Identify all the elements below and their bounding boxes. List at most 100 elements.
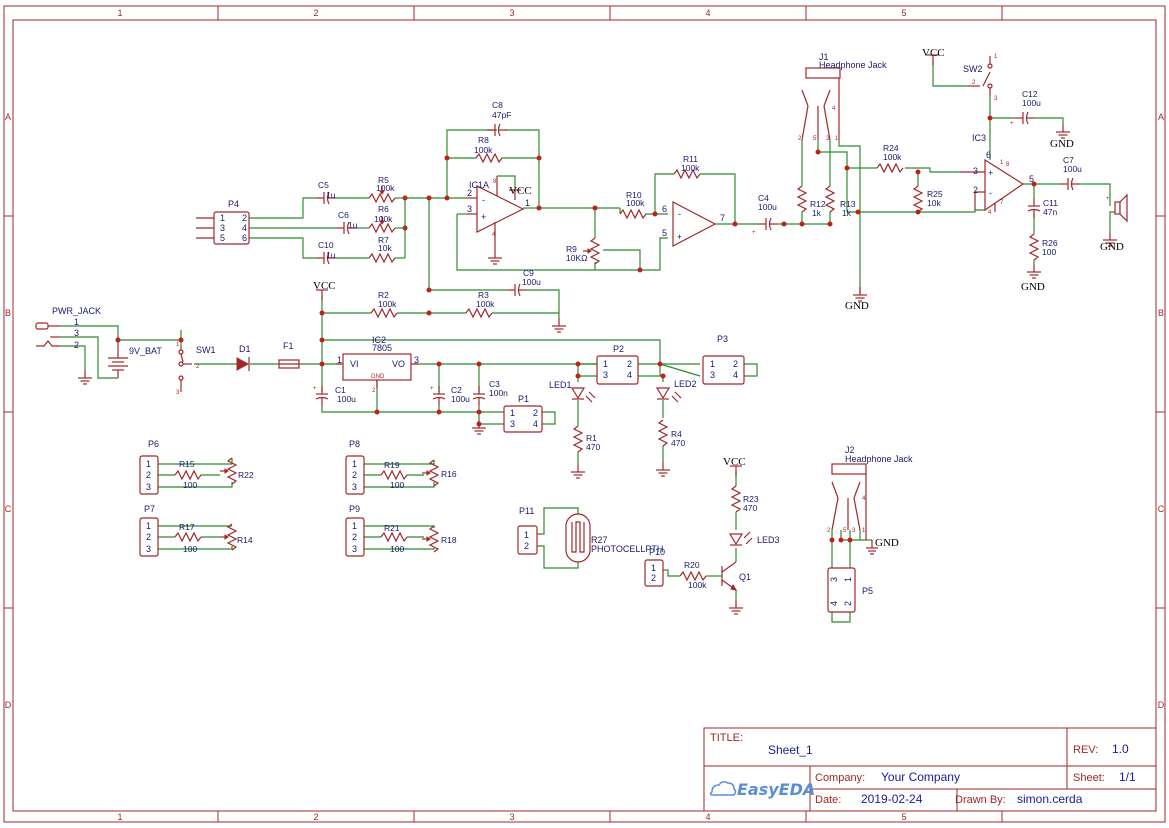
svg-text:1k: 1k (842, 208, 852, 218)
gnd-symbol-r4 (655, 461, 671, 477)
svg-text:2: 2 (74, 340, 79, 350)
q1-transistor: Q1 (721, 561, 751, 591)
svg-text:VO: VO (392, 359, 405, 369)
svg-text:2: 2 (146, 532, 151, 542)
svg-text:+: + (1106, 196, 1110, 202)
c12-capacitor: C12 100u + (1010, 89, 1041, 127)
p9-connector: P9 1 2 3 (345, 504, 365, 557)
svg-text:1: 1 (352, 459, 357, 469)
svg-text:R4: R4 (671, 429, 682, 439)
svg-text:D: D (1158, 700, 1165, 710)
svg-text:100: 100 (390, 480, 404, 490)
svg-text:6: 6 (662, 204, 667, 214)
svg-text:VCC: VCC (723, 456, 746, 468)
p4-connector: P4 1 2 3 4 5 6 (196, 199, 250, 245)
svg-text:100: 100 (1042, 247, 1056, 257)
svg-text:R17: R17 (179, 522, 195, 532)
svg-text:PWR_JACK: PWR_JACK (52, 306, 101, 316)
svg-text:4: 4 (242, 223, 247, 233)
svg-text:GND: GND (371, 374, 385, 380)
r8-resistor: R8 100k (474, 135, 503, 163)
svg-text:2: 2 (524, 541, 529, 551)
svg-text:SW1: SW1 (196, 345, 216, 355)
svg-text:100k: 100k (476, 299, 495, 309)
svg-text:2: 2 (372, 388, 376, 394)
title-label: TITLE: (710, 732, 743, 744)
svg-text:P8: P8 (349, 439, 360, 449)
svg-text:2: 2 (651, 573, 656, 583)
svg-text:3: 3 (414, 355, 419, 365)
svg-text:100k: 100k (374, 214, 393, 224)
r15-resistor: R15 100 (174, 459, 202, 490)
svg-text:R23: R23 (743, 494, 759, 504)
svg-text:1: 1 (74, 317, 79, 327)
svg-text:B: B (1158, 308, 1164, 318)
svg-text:2: 2 (467, 188, 472, 198)
vcc-symbol-sw2: VCC (922, 47, 945, 66)
svg-text:1: 1 (146, 521, 151, 531)
svg-text:3: 3 (603, 370, 608, 380)
svg-text:VCC: VCC (509, 185, 532, 197)
p2-connector: P2 1 2 3 4 (596, 344, 639, 385)
svg-text:100u: 100u (1063, 164, 1082, 174)
p10-connector: P10 1 2 (644, 547, 665, 587)
svg-text:3: 3 (509, 812, 514, 822)
svg-text:5: 5 (901, 8, 906, 18)
c11-capacitor: C11 47n (1027, 197, 1058, 219)
ic1b-opamp: -+ 6 5 7 (662, 201, 725, 247)
gnd-symbol-ic1 (487, 238, 503, 265)
r20-resistor: R20 100k (679, 560, 707, 590)
svg-text:5: 5 (901, 812, 906, 822)
sheet-label: Sheet: (1073, 772, 1105, 784)
svg-text:2: 2 (313, 8, 318, 18)
svg-text:1: 1 (146, 459, 151, 469)
svg-text:3: 3 (220, 223, 225, 233)
svg-text:2: 2 (242, 213, 247, 223)
svg-text:R11: R11 (683, 154, 698, 164)
r25-resistor: R25 10k (913, 185, 943, 213)
drawn-by-label: Drawn By: (955, 794, 1006, 806)
svg-text:GND: GND (1021, 281, 1045, 293)
svg-text:470: 470 (671, 438, 685, 448)
svg-text:100k: 100k (378, 299, 397, 309)
svg-text:47pF: 47pF (492, 110, 511, 120)
r3-resistor: R3 100k (465, 290, 495, 318)
date-label: Date: (815, 794, 841, 806)
sw1-switch: SW1 1 2 3 (176, 342, 216, 396)
svg-text:3: 3 (510, 419, 515, 429)
r18-potentiometer: R18 (421, 525, 457, 553)
gnd-symbol-j2: GND (866, 537, 899, 555)
svg-text:1u: 1u (348, 220, 358, 230)
svg-text:R9: R9 (566, 244, 577, 254)
svg-text:1: 1 (843, 577, 853, 582)
svg-text:3: 3 (352, 544, 357, 554)
svg-text:C: C (5, 504, 12, 514)
svg-text:3: 3 (826, 136, 830, 142)
svg-text:P4: P4 (228, 199, 239, 209)
photocell-icon: R27 PHOTOCELLPTH (565, 513, 663, 563)
svg-text:4: 4 (862, 496, 866, 502)
svg-text:1u: 1u (326, 190, 336, 200)
svg-text:R25: R25 (927, 189, 943, 199)
date-value: 2019-02-24 (861, 792, 923, 806)
svg-text:2: 2 (313, 812, 318, 822)
gnd-symbol-r1 (570, 463, 586, 479)
svg-text:1k: 1k (812, 208, 822, 218)
svg-text:R7: R7 (378, 235, 389, 245)
c6-capacitor: C6 1u (335, 210, 358, 235)
r9-potentiometer: R9 10KΩ (566, 237, 600, 265)
svg-text:R6: R6 (378, 204, 389, 214)
svg-text:R20: R20 (684, 560, 700, 570)
svg-text:C2: C2 (451, 385, 462, 395)
title-block: TITLE: Sheet_1 REV: 1.0 Company: Your Co… (703, 727, 1157, 812)
svg-text:C8: C8 (492, 100, 503, 110)
c10-capacitor: C10 1u (315, 240, 337, 265)
svg-text:1: 1 (117, 8, 122, 18)
svg-text:C4: C4 (758, 193, 769, 203)
svg-text:LED2: LED2 (674, 379, 697, 389)
svg-text:+: + (988, 168, 993, 178)
led2-diode: LED2 (655, 379, 697, 403)
p6-connector: P6 1 2 3 (139, 439, 159, 495)
svg-text:R14: R14 (237, 535, 253, 545)
